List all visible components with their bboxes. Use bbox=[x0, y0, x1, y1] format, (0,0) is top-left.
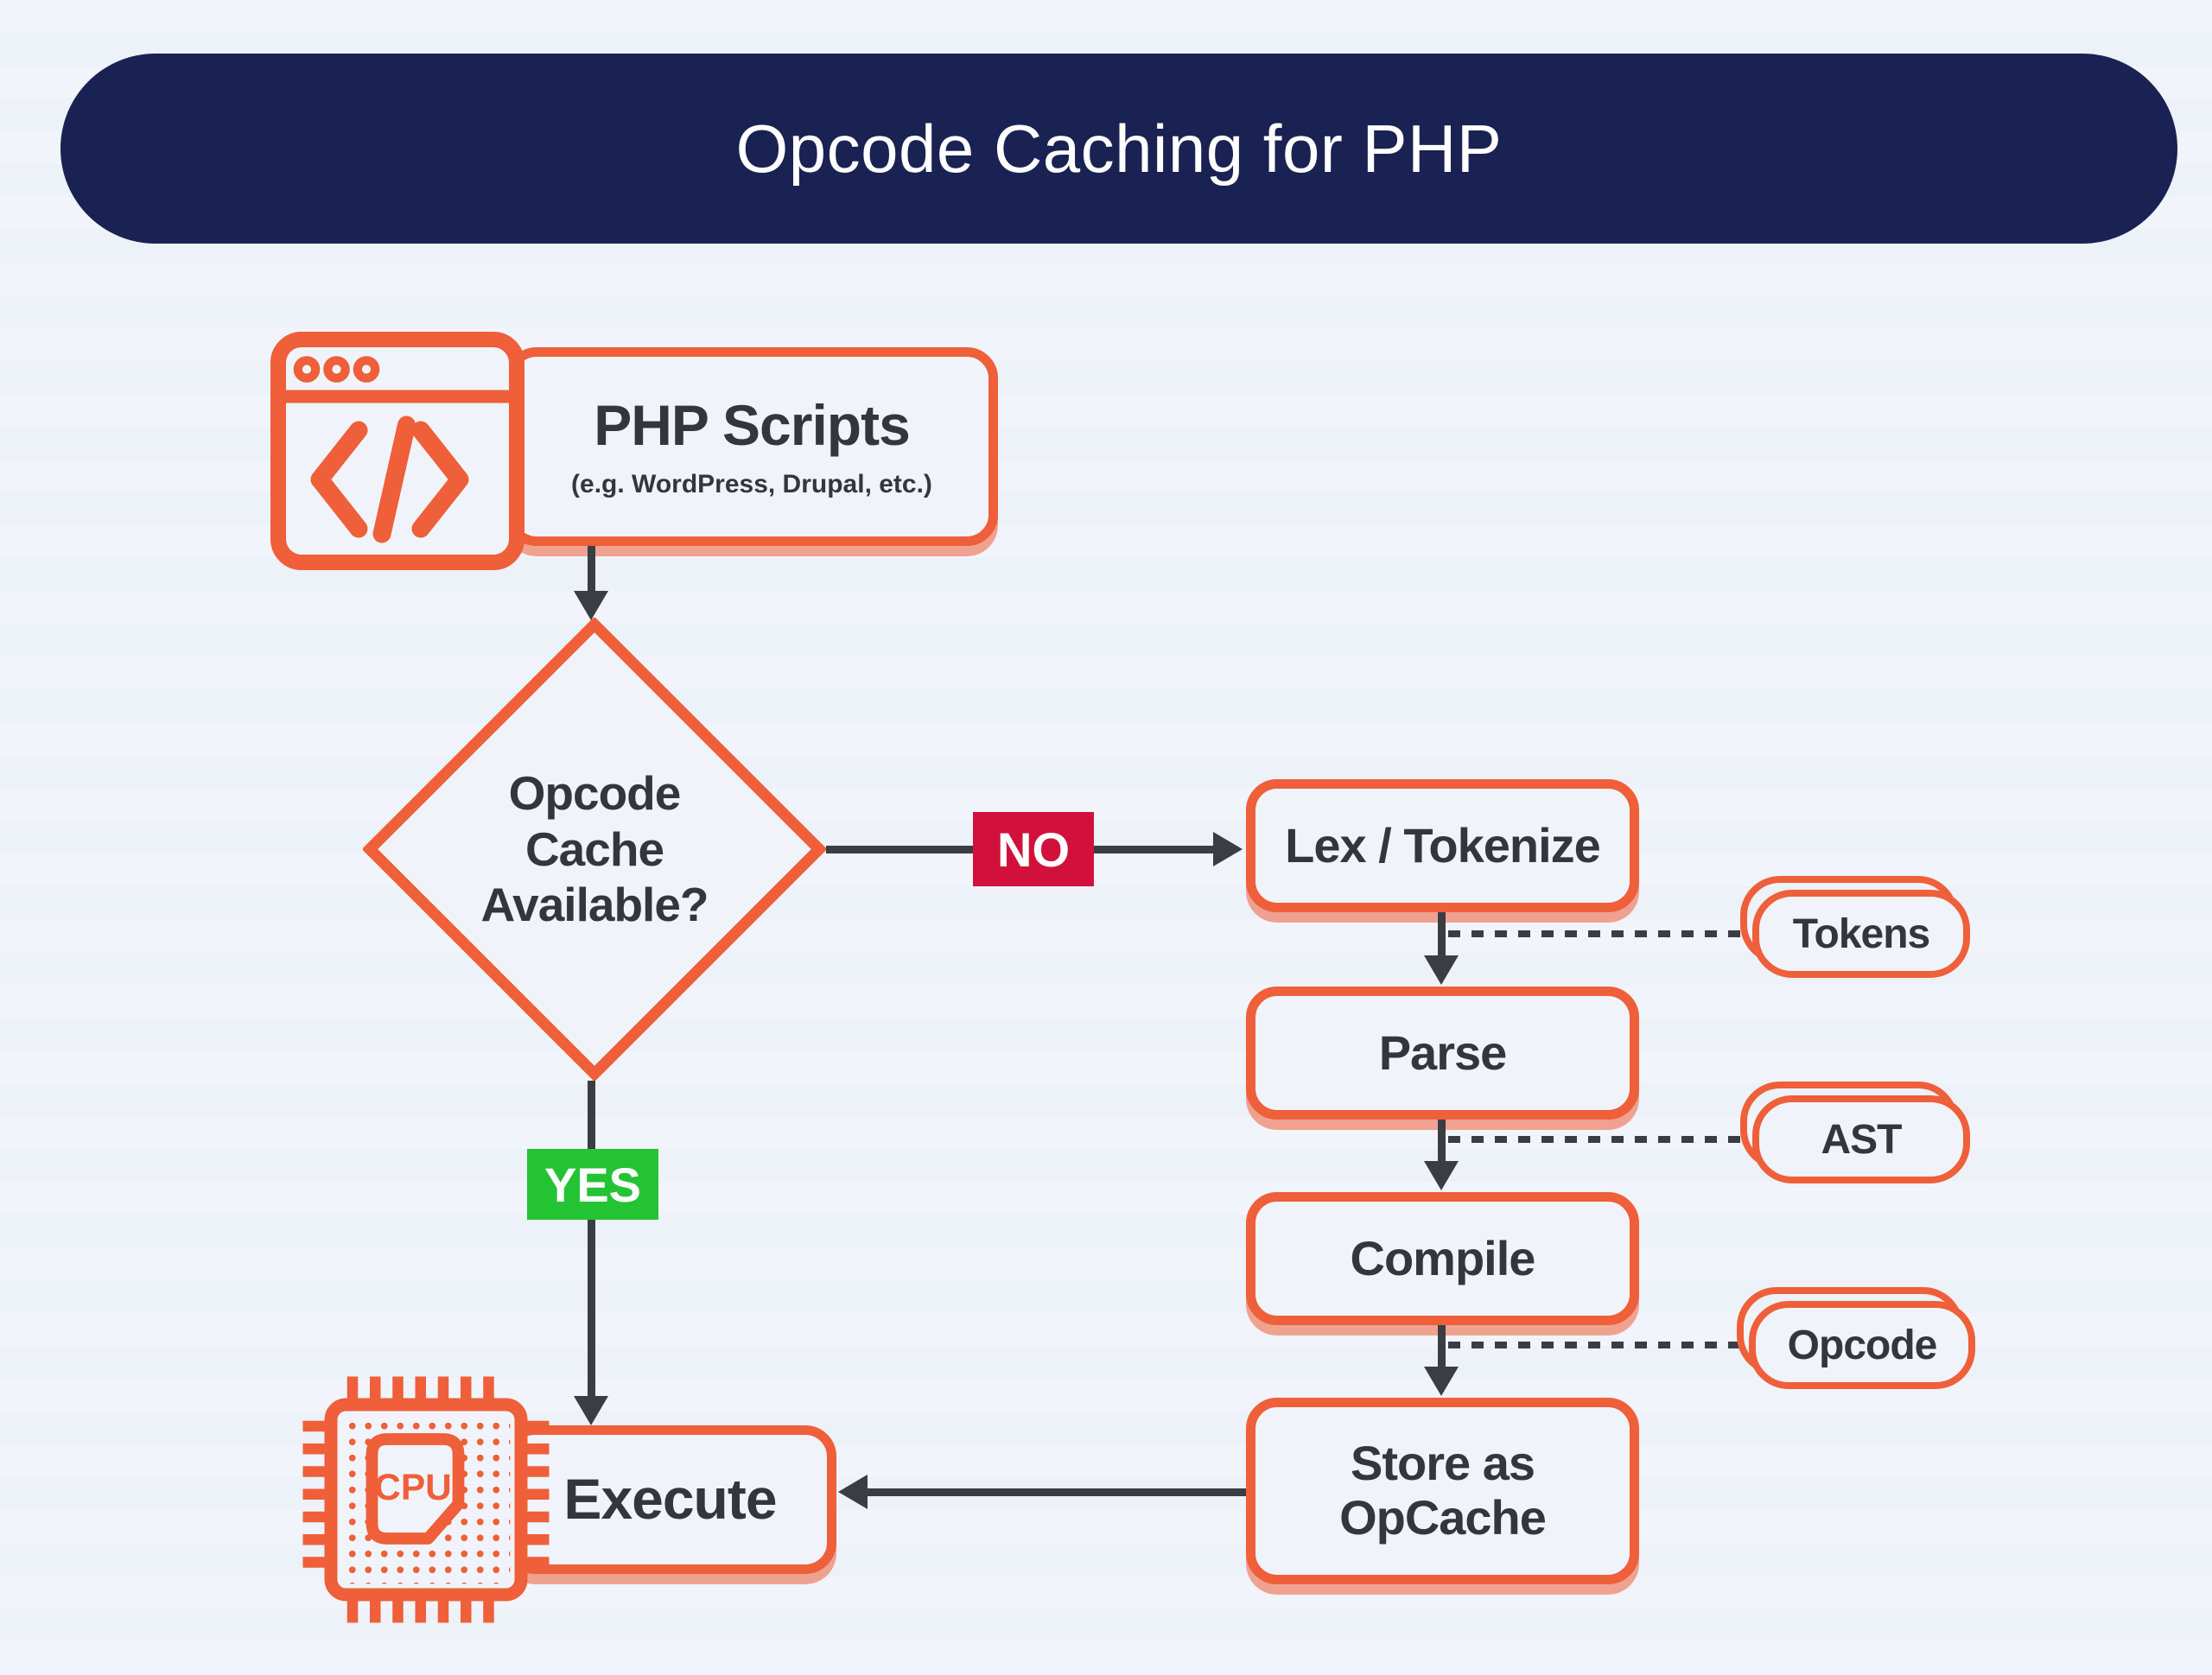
edge-ast-artifact bbox=[1448, 1136, 1744, 1143]
store-line-1: Store as bbox=[1351, 1436, 1535, 1491]
cpu-icon-label: CPU bbox=[374, 1468, 452, 1508]
store-opcache-node: Store as OpCache bbox=[1246, 1398, 1639, 1584]
yes-label: YES bbox=[543, 1157, 642, 1212]
opcode-pill: Opcode bbox=[1749, 1301, 1975, 1389]
cpu-chip-icon: CPU bbox=[302, 1376, 550, 1623]
arrowhead-store-to-execute bbox=[838, 1475, 868, 1509]
page-title: Opcode Caching for PHP bbox=[735, 110, 1503, 187]
edge-store-to-execute bbox=[868, 1488, 1246, 1496]
decision-diamond bbox=[361, 616, 828, 1082]
title-banner: Opcode Caching for PHP bbox=[60, 54, 2177, 244]
parse-node: Parse bbox=[1246, 987, 1639, 1120]
tokens-label: Tokens bbox=[1792, 910, 1930, 957]
edge-php-to-decision bbox=[588, 546, 595, 591]
compile-node: Compile bbox=[1246, 1192, 1639, 1325]
decision-diamond-shape bbox=[361, 616, 828, 1082]
edge-parse-to-compile bbox=[1438, 1120, 1446, 1161]
compile-label: Compile bbox=[1350, 1230, 1536, 1285]
decision-label: Opcode Cache Available? bbox=[363, 618, 826, 1081]
decision-line-2: Cache bbox=[524, 822, 664, 876]
ast-label: AST bbox=[1821, 1116, 1903, 1163]
decision-line-3: Available? bbox=[480, 878, 709, 932]
arrowhead-yes bbox=[574, 1396, 608, 1425]
parse-label: Parse bbox=[1378, 1025, 1508, 1080]
opcode-label: Opcode bbox=[1787, 1322, 1938, 1368]
arrowhead-lex-to-parse bbox=[1424, 955, 1459, 985]
code-window-icon bbox=[270, 332, 524, 570]
edge-yes bbox=[588, 1081, 595, 1396]
php-scripts-label: PHP Scripts bbox=[594, 393, 911, 458]
edge-lex-to-parse bbox=[1438, 912, 1446, 955]
ast-pill: AST bbox=[1752, 1095, 1970, 1183]
lex-tokenize-node: Lex / Tokenize bbox=[1246, 779, 1639, 912]
php-scripts-node: PHP Scripts (e.g. WordPress, Drupal, etc… bbox=[505, 347, 998, 546]
lex-tokenize-label: Lex / Tokenize bbox=[1285, 817, 1601, 872]
arrowhead-parse-to-compile bbox=[1424, 1161, 1459, 1190]
edge-opcode-artifact bbox=[1448, 1342, 1740, 1348]
tokens-pill: Tokens bbox=[1752, 890, 1970, 978]
arrowhead-no bbox=[1213, 832, 1243, 866]
arrowhead-compile-to-store bbox=[1424, 1367, 1459, 1396]
yes-badge: YES bbox=[527, 1149, 658, 1220]
arrowhead-php-to-decision bbox=[574, 591, 608, 620]
no-badge: NO bbox=[973, 812, 1094, 886]
edge-compile-to-store bbox=[1438, 1325, 1446, 1367]
execute-node: Execute bbox=[504, 1425, 836, 1574]
no-label: NO bbox=[997, 822, 1070, 877]
decision-line-1: Opcode bbox=[508, 766, 682, 821]
edge-tokens-artifact bbox=[1448, 930, 1744, 937]
php-scripts-sublabel: (e.g. WordPress, Drupal, etc.) bbox=[571, 469, 932, 498]
execute-label: Execute bbox=[563, 1467, 777, 1532]
store-line-2: OpCache bbox=[1339, 1490, 1547, 1545]
